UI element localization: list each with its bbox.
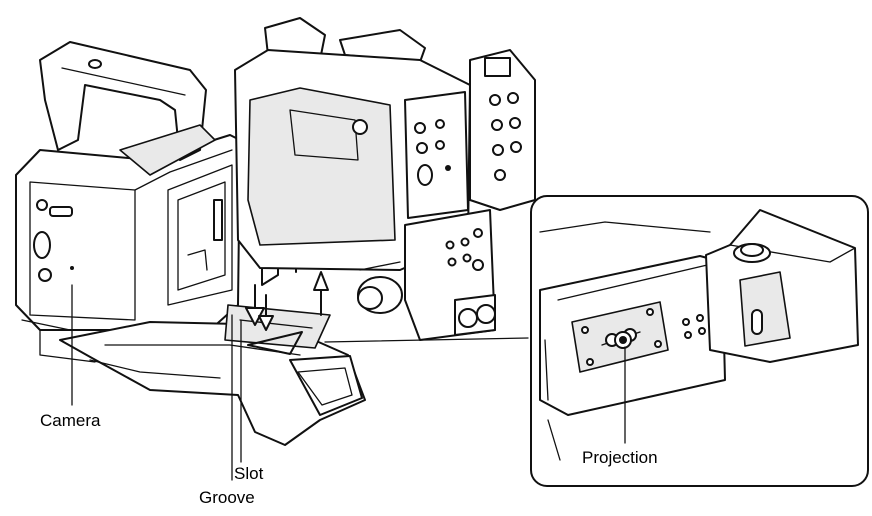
- camera-label: Camera: [40, 411, 101, 430]
- camera-body: [15, 41, 241, 363]
- camera-side-panel: [167, 164, 233, 306]
- groove-label: Groove: [199, 488, 255, 507]
- slot-label: Slot: [234, 464, 264, 483]
- projection-label: Projection: [582, 448, 658, 467]
- detail-inset: [530, 195, 869, 487]
- attach-arrows: [245, 254, 329, 331]
- handle: [39, 41, 207, 161]
- inset-leader-line: [324, 337, 529, 343]
- camera-front-controls: [33, 199, 74, 282]
- label-leaders: [71, 284, 626, 481]
- detached-unit: [234, 17, 536, 341]
